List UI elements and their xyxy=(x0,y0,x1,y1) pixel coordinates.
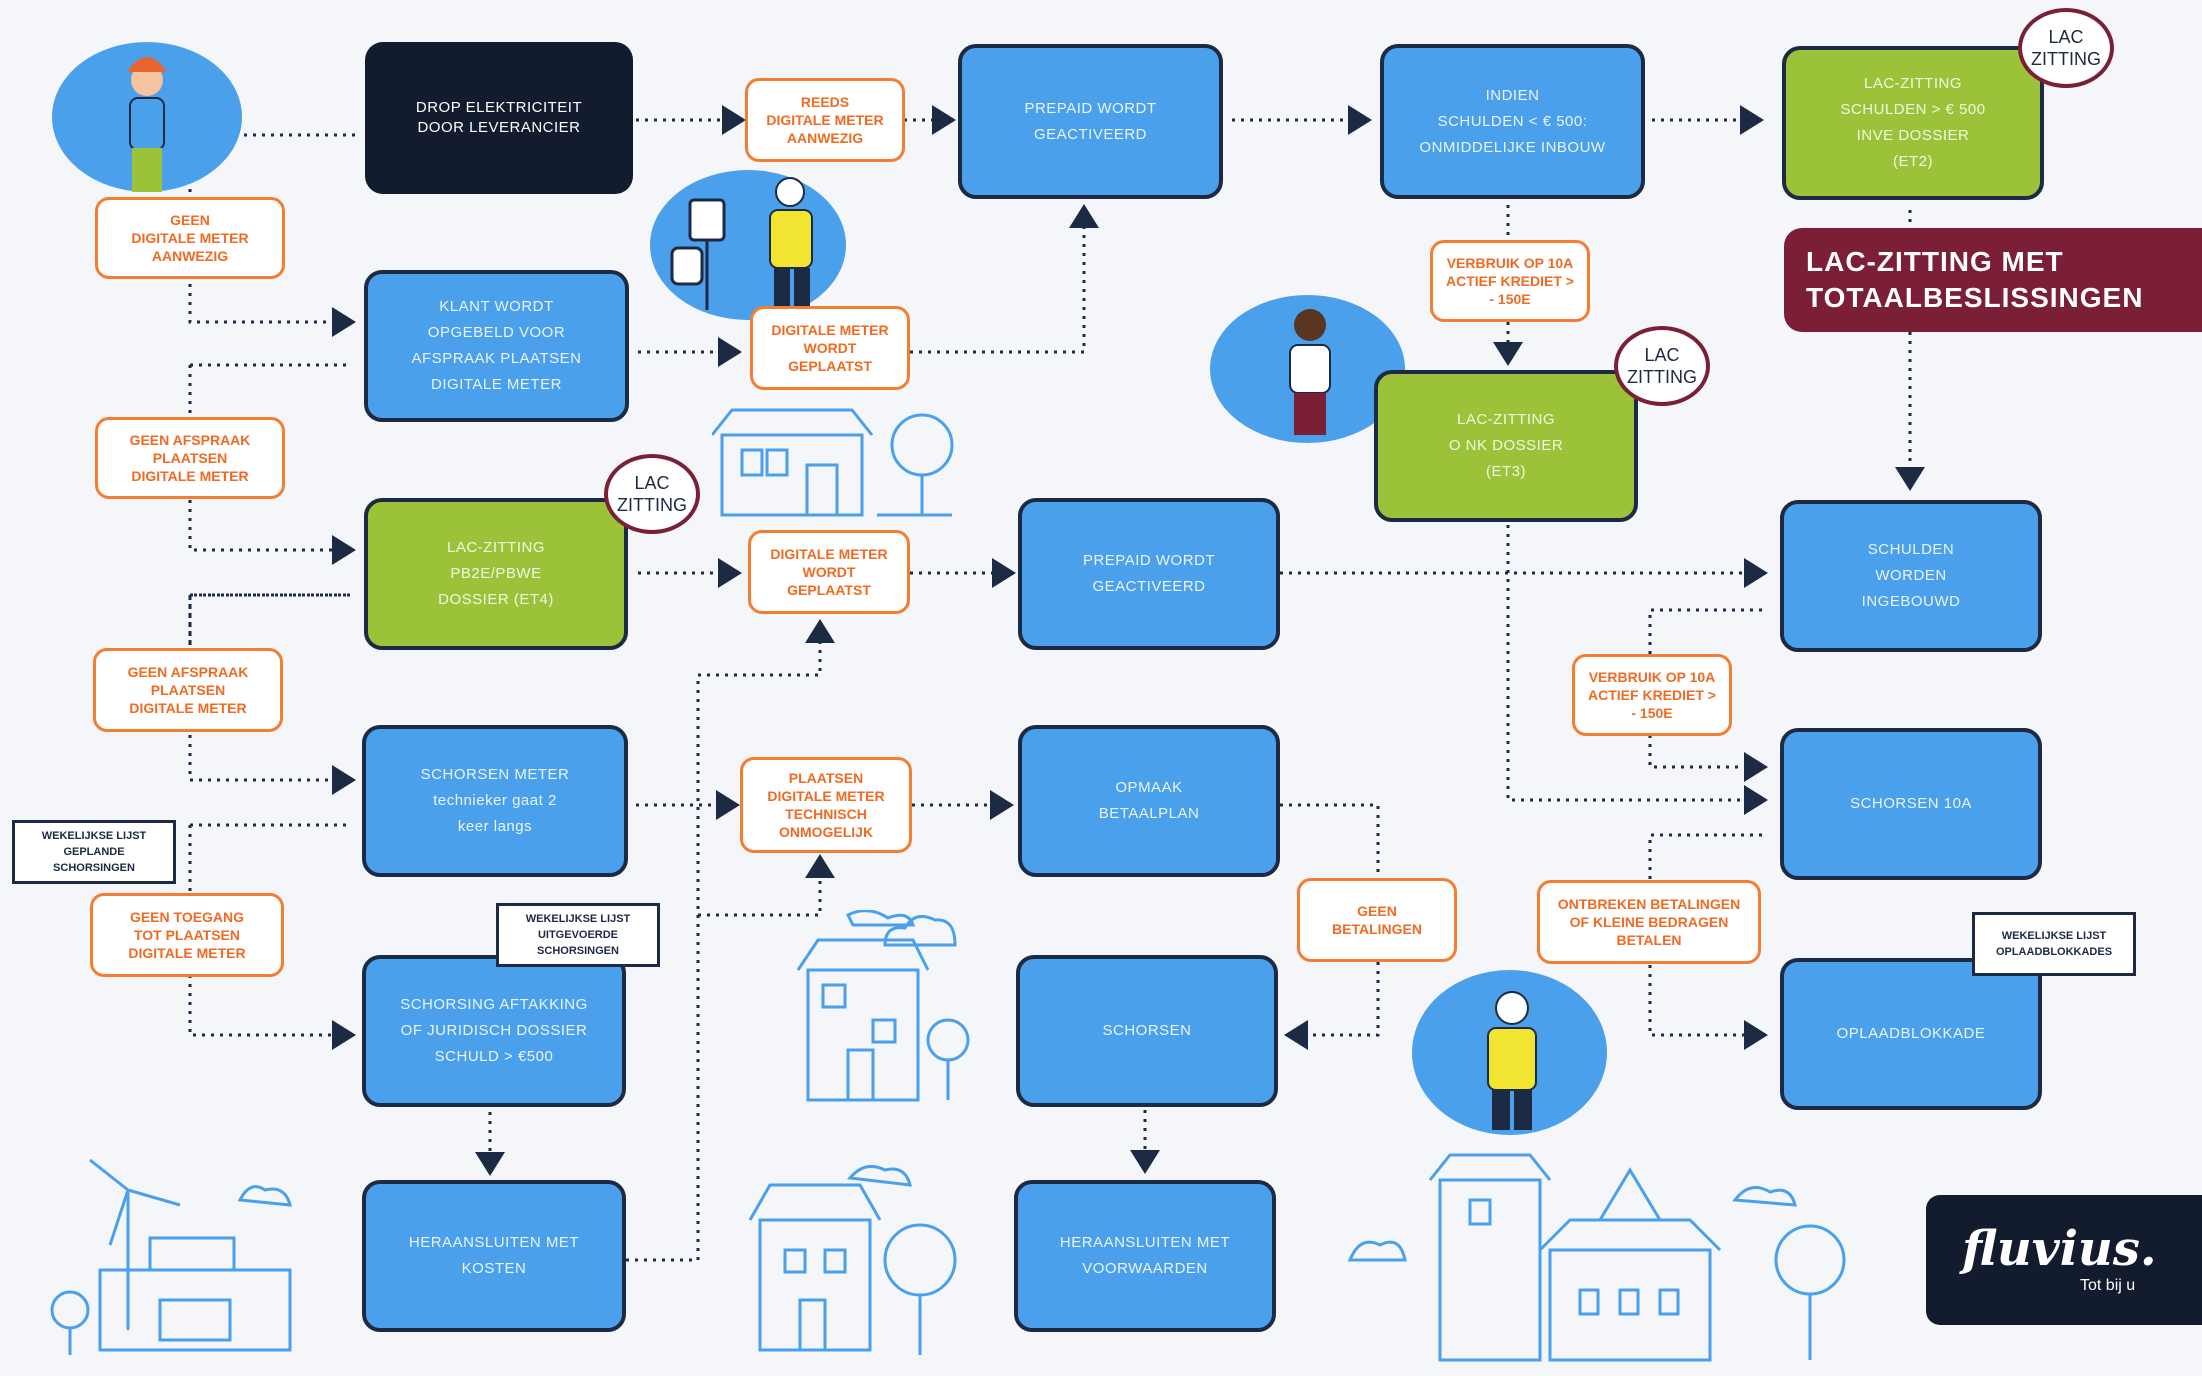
person-technician-2-illustration xyxy=(1412,970,1607,1135)
house-illustration xyxy=(712,408,954,517)
box-prepaid-geactiveerd-1: PREPAID WORDT GEACTIVEERD xyxy=(958,44,1223,199)
box-schorsen-10a: SCHORSEN 10A xyxy=(1780,728,2042,880)
note-geplande-schorsingen: WEKELIJKSE LIJST GEPLANDE SCHORSINGEN xyxy=(12,820,176,884)
box-oplaadblokkade: OPLAADBLOKKADE xyxy=(1780,958,2042,1110)
box-lac-zitting-et2: LAC-ZITTING SCHULDEN > € 500 INVE DOSSIE… xyxy=(1782,46,2044,200)
box-klant-opgebeld: KLANT WORDT OPGEBELD VOOR AFSPRAAK PLAAT… xyxy=(364,270,629,422)
person-woman-2-illustration xyxy=(1210,295,1405,443)
person-technician-illustration xyxy=(650,170,846,320)
box-lac-zitting-et4: LAC-ZITTING PB2E/PBWE DOSSIER (ET4) xyxy=(364,498,628,650)
lac-zitting-bubble-2: LAC ZITTING xyxy=(1614,326,1710,406)
village-illustration xyxy=(1347,1153,1846,1362)
fluvius-logo: fluvius. Tot bij u xyxy=(1926,1195,2202,1325)
cloud-icon xyxy=(883,914,957,947)
label-verbruik-10a-2: VERBRUIK OP 10A ACTIEF KREDIET > - 150E xyxy=(1572,654,1732,736)
label-geen-toegang: GEEN TOEGANG TOT PLAATSEN DIGITALE METER xyxy=(90,893,284,977)
lac-zitting-bubble-1: LAC ZITTING xyxy=(2018,8,2114,88)
box-drop-elektriciteit: DROP ELEKTRICITEIT DOOR LEVERANCIER xyxy=(365,42,633,194)
box-indien-schulden: INDIEN SCHULDEN < € 500: ONMIDDELIJKE IN… xyxy=(1380,44,1645,199)
box-opmaak-betaalplan: OPMAAK BETAALPLAN xyxy=(1018,725,1280,877)
label-geen-digitale-meter: GEEN DIGITALE METER AANWEZIG xyxy=(95,197,285,279)
label-digitale-meter-geplaatst-1: DIGITALE METER WORDT GEPLAATST xyxy=(750,306,910,390)
label-geen-afspraak-1: GEEN AFSPRAAK PLAATSEN DIGITALE METER xyxy=(95,417,285,499)
box-schorsing-aftakking: SCHORSING AFTAKKING OF JURIDISCH DOSSIER… xyxy=(362,955,626,1107)
box-schorsen-meter: SCHORSEN METER technieker gaat 2 keer la… xyxy=(362,725,628,877)
note-oplaadblokkades: WEKELIJKSE LIJST OPLAADBLOKKADES xyxy=(1972,912,2136,976)
person-woman-illustration xyxy=(52,42,242,192)
box-prepaid-geactiveerd-2: PREPAID WORDT GEACTIVEERD xyxy=(1018,498,1280,650)
note-uitgevoerde-schorsingen: WEKELIJKSE LIJST UITGEVOERDE SCHORSINGEN xyxy=(496,903,660,967)
page-title: LAC-ZITTING MET TOTAALBESLISSINGEN xyxy=(1784,228,2202,332)
box-heraansluiten-voorwaarden: HERAANSLUITEN MET VOORWAARDEN xyxy=(1014,1180,1276,1332)
label-digitale-meter-geplaatst-2: DIGITALE METER WORDT GEPLAATST xyxy=(748,530,910,614)
lac-zitting-bubble-3: LAC ZITTING xyxy=(604,454,700,534)
house-3-illustration xyxy=(748,1164,957,1355)
label-technisch-onmogelijk: PLAATSEN DIGITALE METER TECHNISCH ONMOGE… xyxy=(740,757,912,853)
box-lac-zitting-et3: LAC-ZITTING O NK DOSSIER (ET3) xyxy=(1374,370,1638,522)
box-schorsen: SCHORSEN xyxy=(1016,955,1278,1107)
label-verbruik-10a-1: VERBRUIK OP 10A ACTIEF KREDIET > - 150E xyxy=(1430,240,1590,322)
logo-tagline: Tot bij u xyxy=(2080,1277,2136,1294)
logo-brand: fluvius. xyxy=(1962,1221,2157,1277)
house-2-illustration xyxy=(796,910,970,1102)
label-reeds-digitale-meter: REEDS DIGITALE METER AANWEZIG xyxy=(745,78,905,162)
label-geen-afspraak-2: GEEN AFSPRAAK PLAATSEN DIGITALE METER xyxy=(93,648,283,732)
factory-windmill-illustration xyxy=(50,1158,292,1355)
box-schulden-ingebouwd: SCHULDEN WORDEN INGEBOUWD xyxy=(1780,500,2042,652)
box-heraansluiten-kosten: HERAANSLUITEN MET KOSTEN xyxy=(362,1180,626,1332)
label-geen-betalingen: GEEN BETALINGEN xyxy=(1297,878,1457,962)
label-ontbreken-betalingen: ONTBREKEN BETALINGEN OF KLEINE BEDRAGEN … xyxy=(1537,880,1761,964)
